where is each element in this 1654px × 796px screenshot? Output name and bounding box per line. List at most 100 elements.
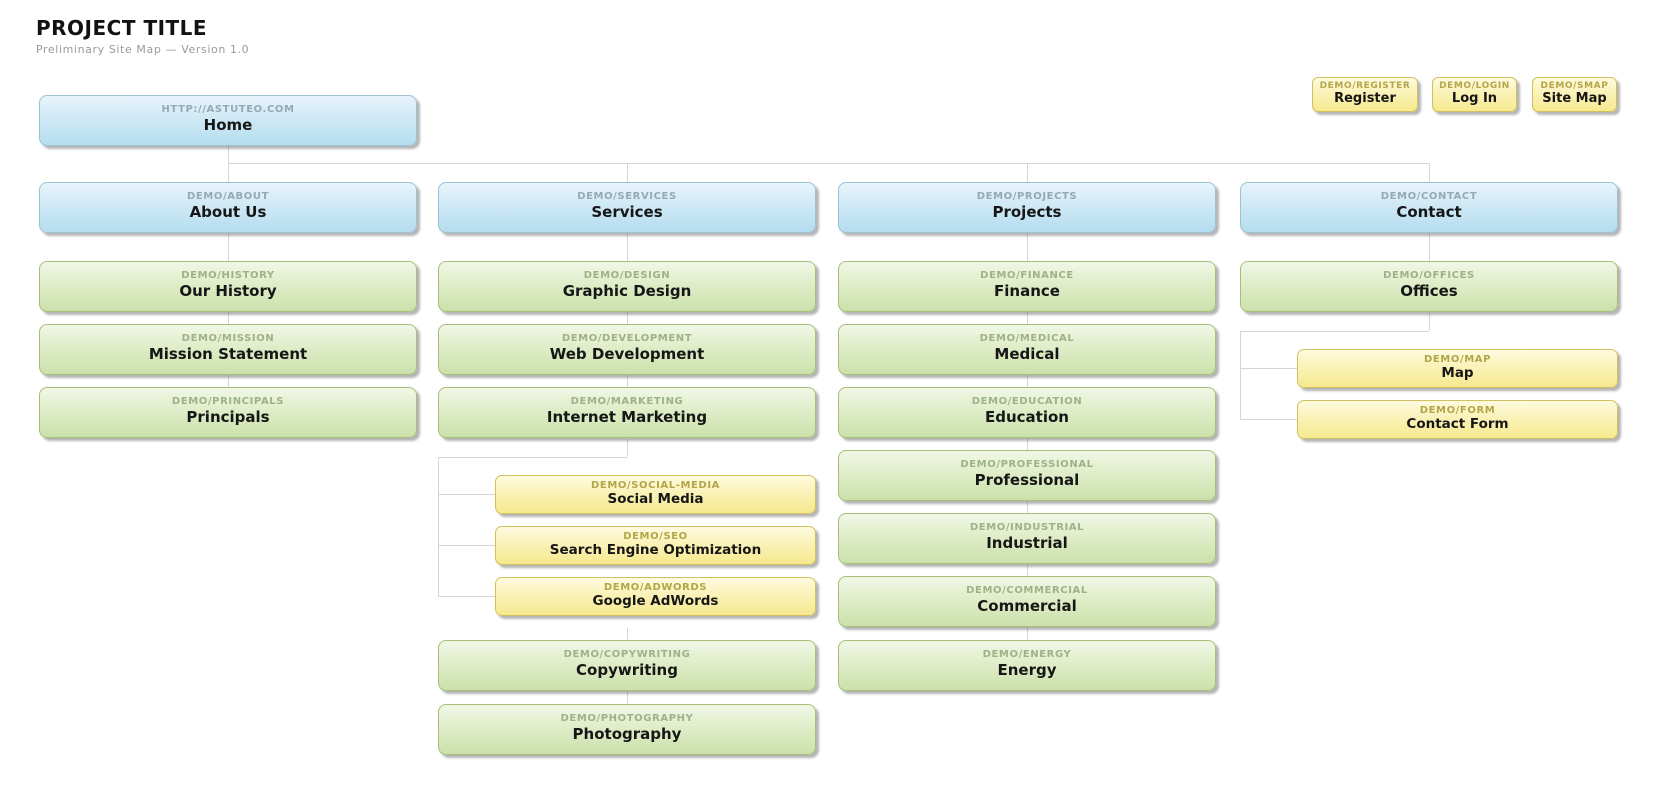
- connector-line: [228, 375, 229, 387]
- connector-line: [627, 375, 628, 387]
- page-title: PROJECT TITLE: [36, 16, 208, 40]
- node-title: Industrial: [986, 534, 1068, 552]
- node-url: DEMO/CONTACT: [1380, 191, 1478, 202]
- connector-line: [1429, 163, 1430, 182]
- connector-line: [438, 545, 495, 546]
- sitemap-node-medical[interactable]: DEMO/MEDICAL Medical: [838, 324, 1216, 375]
- node-url: DEMO/SEO: [623, 531, 688, 542]
- sitemap-node-our-history[interactable]: DEMO/HISTORY Our History: [39, 261, 417, 312]
- sitemap-node-professional[interactable]: DEMO/PROFESSIONAL Professional: [838, 450, 1216, 501]
- sitemap-node-google-adwords[interactable]: DEMO/ADWORDS Google AdWords: [495, 577, 816, 616]
- connector-line: [1240, 419, 1297, 420]
- sitemap-node-industrial[interactable]: DEMO/INDUSTRIAL Industrial: [838, 513, 1216, 564]
- connector-line: [627, 628, 628, 640]
- node-title: Internet Marketing: [546, 408, 708, 426]
- connector-line: [438, 494, 495, 495]
- sitemap-node-seo[interactable]: DEMO/SEO Search Engine Optimization: [495, 526, 816, 565]
- connector-line: [228, 146, 229, 182]
- connector-line: [627, 233, 628, 261]
- node-title: Professional: [974, 471, 1080, 489]
- node-url: DEMO/COPYWRITING: [563, 649, 691, 660]
- connector-line: [627, 312, 628, 324]
- node-url: DEMO/PROFESSIONAL: [960, 459, 1094, 470]
- sitemap-node-finance[interactable]: DEMO/FINANCE Finance: [838, 261, 1216, 312]
- sitemap-node-sitemap[interactable]: DEMO/SMAP Site Map: [1532, 77, 1617, 112]
- sitemap-node-photography[interactable]: DEMO/PHOTOGRAPHY Photography: [438, 704, 816, 755]
- page-subtitle: Preliminary Site Map — Version 1.0: [36, 43, 250, 56]
- node-url: DEMO/FINANCE: [980, 270, 1074, 281]
- sitemap-node-mission-statement[interactable]: DEMO/MISSION Mission Statement: [39, 324, 417, 375]
- sitemap-node-education[interactable]: DEMO/EDUCATION Education: [838, 387, 1216, 438]
- node-title: Commercial: [977, 597, 1077, 615]
- node-title: Google AdWords: [592, 593, 719, 609]
- node-url: DEMO/ABOUT: [186, 191, 270, 202]
- node-title: Web Development: [549, 345, 705, 363]
- connector-line: [1027, 438, 1028, 450]
- connector-line: [627, 691, 628, 704]
- node-url: DEMO/ENERGY: [982, 649, 1072, 660]
- node-title: Search Engine Optimization: [549, 542, 762, 558]
- sitemap-node-commercial[interactable]: DEMO/COMMERCIAL Commercial: [838, 576, 1216, 627]
- node-title: Finance: [994, 282, 1060, 300]
- sitemap-node-contact-form[interactable]: DEMO/FORM Contact Form: [1297, 400, 1618, 439]
- node-url: DEMO/LOGIN: [1439, 81, 1510, 91]
- node-url: DEMO/SOCIAL-MEDIA: [590, 480, 720, 491]
- connector-line: [228, 233, 229, 261]
- node-title: Our History: [179, 282, 277, 300]
- node-title: Projects: [992, 203, 1062, 221]
- node-title: Social Media: [607, 491, 704, 507]
- node-title: Mission Statement: [148, 345, 308, 363]
- sitemap-node-copywriting[interactable]: DEMO/COPYWRITING Copywriting: [438, 640, 816, 691]
- node-url: DEMO/MEDICAL: [979, 333, 1075, 344]
- sitemap-node-map[interactable]: DEMO/MAP Map: [1297, 349, 1618, 388]
- node-url: DEMO/DEVELOPMENT: [561, 333, 693, 344]
- node-title: Copywriting: [576, 661, 678, 679]
- node-title: Home: [203, 116, 253, 134]
- connector-line: [438, 596, 495, 597]
- node-url: DEMO/INDUSTRIAL: [969, 522, 1085, 533]
- sitemap-node-web-development[interactable]: DEMO/DEVELOPMENT Web Development: [438, 324, 816, 375]
- sitemap-node-projects[interactable]: DEMO/PROJECTS Projects: [838, 182, 1216, 233]
- node-url: DEMO/COMMERCIAL: [966, 585, 1088, 596]
- connector-line: [1240, 331, 1241, 419]
- sitemap-node-principals[interactable]: DEMO/PRINCIPALS Principals: [39, 387, 417, 438]
- node-title: Site Map: [1542, 91, 1607, 106]
- sitemap-node-internet-marketing[interactable]: DEMO/MARKETING Internet Marketing: [438, 387, 816, 438]
- sitemap-node-home[interactable]: HTTP://ASTUTEO.COM Home: [39, 95, 417, 146]
- node-title: Education: [985, 408, 1069, 426]
- node-url: DEMO/DESIGN: [583, 270, 671, 281]
- node-url: DEMO/FORM: [1419, 405, 1496, 416]
- node-title: Photography: [572, 725, 682, 743]
- connector-line: [1027, 163, 1028, 182]
- node-title: Medical: [994, 345, 1060, 363]
- sitemap-node-contact[interactable]: DEMO/CONTACT Contact: [1240, 182, 1618, 233]
- sitemap-node-offices[interactable]: DEMO/OFFICES Offices: [1240, 261, 1618, 312]
- node-url: DEMO/MISSION: [181, 333, 275, 344]
- node-url: DEMO/EDUCATION: [971, 396, 1083, 407]
- node-title: Contact: [1396, 203, 1462, 221]
- node-url: DEMO/HISTORY: [181, 270, 275, 281]
- node-title: Register: [1334, 91, 1396, 106]
- connector-line: [627, 439, 628, 457]
- connector-line: [1240, 368, 1297, 369]
- sitemap-node-energy[interactable]: DEMO/ENERGY Energy: [838, 640, 1216, 691]
- node-title: Contact Form: [1406, 416, 1509, 432]
- node-title: Services: [591, 203, 663, 221]
- connector-line: [1429, 313, 1430, 331]
- node-url: HTTP://ASTUTEO.COM: [161, 104, 295, 115]
- node-url: DEMO/SMAP: [1540, 81, 1609, 91]
- node-url: DEMO/MARKETING: [570, 396, 684, 407]
- connector-line: [228, 312, 229, 324]
- sitemap-node-graphic-design[interactable]: DEMO/DESIGN Graphic Design: [438, 261, 816, 312]
- sitemap-node-login[interactable]: DEMO/LOGIN Log In: [1432, 77, 1517, 112]
- sitemap-node-social-media[interactable]: DEMO/SOCIAL-MEDIA Social Media: [495, 475, 816, 514]
- connector-line: [1027, 627, 1028, 640]
- sitemap-node-services[interactable]: DEMO/SERVICES Services: [438, 182, 816, 233]
- sitemap-node-about[interactable]: DEMO/ABOUT About Us: [39, 182, 417, 233]
- node-url: DEMO/PRINCIPALS: [171, 396, 285, 407]
- sitemap-node-register[interactable]: DEMO/REGISTER Register: [1312, 77, 1418, 112]
- connector-line: [1027, 564, 1028, 576]
- node-url: DEMO/REGISTER: [1319, 81, 1411, 91]
- node-title: Graphic Design: [562, 282, 692, 300]
